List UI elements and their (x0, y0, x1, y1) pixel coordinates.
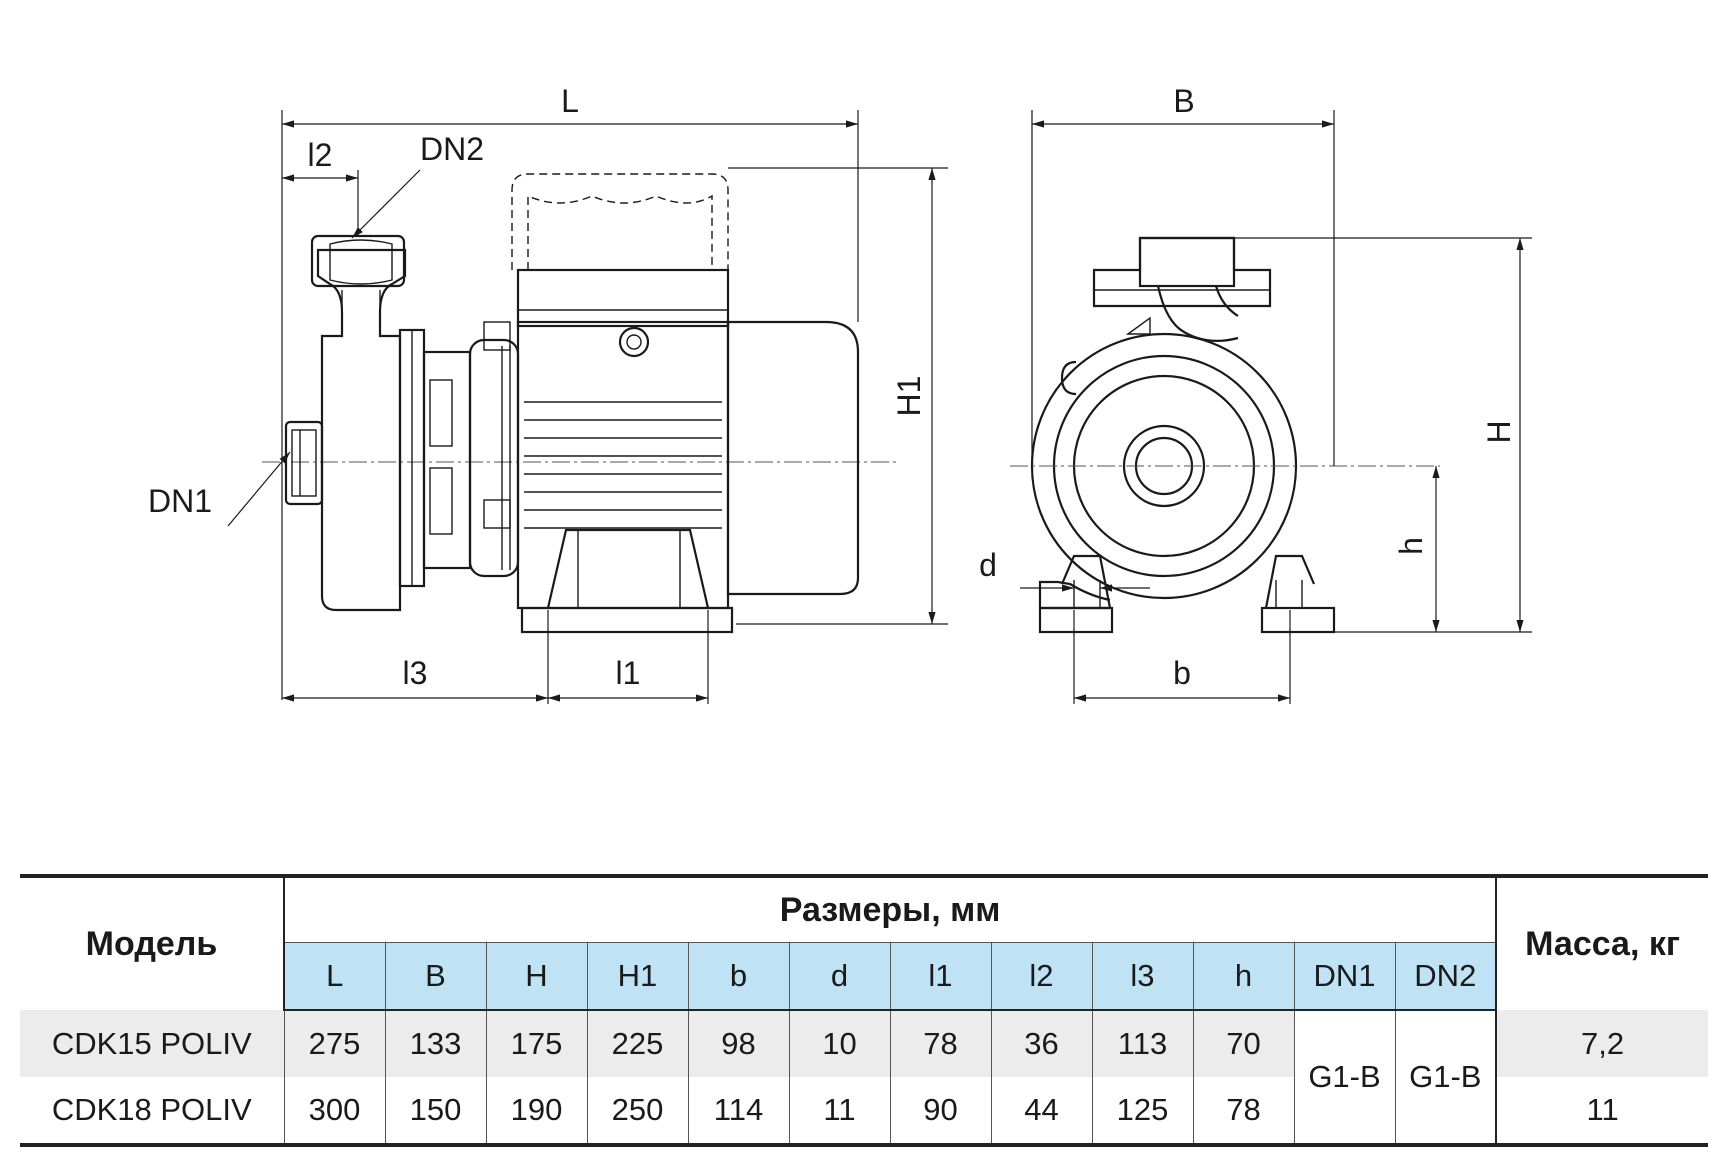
dimensions-table: Модель Размеры, мм Масса, кг L B H H1 b … (20, 874, 1709, 1147)
model-column-header: Модель (20, 874, 285, 1010)
dimension-label-B: B (1173, 83, 1194, 119)
value-cell: 300 (283, 1077, 385, 1147)
side-view-dimensions: L l2 DN2 DN1 H1 l3 l1 (148, 83, 948, 704)
value-cell: 44 (990, 1077, 1092, 1147)
dimension-label-H1: H1 (891, 376, 927, 417)
table-row: CDK15 POLIV 275 133 175 225 98 10 78 36 … (20, 1010, 1709, 1147)
column-header-l1: l1 (889, 942, 992, 1011)
pump-front-view (1010, 236, 1440, 634)
column-header-l2: l2 (990, 942, 1093, 1011)
column-header-H: H (485, 942, 588, 1011)
mass-cell: 7,2 (1495, 1010, 1709, 1077)
value-cell: 90 (889, 1077, 991, 1147)
value-cell: 78 (889, 1010, 991, 1077)
dn2-cell: G1-B (1394, 1010, 1497, 1147)
column-header-l3: l3 (1091, 942, 1194, 1011)
column-header-B: B (384, 942, 487, 1011)
column-header-H1: H1 (586, 942, 689, 1011)
value-cell: 36 (990, 1010, 1092, 1077)
value-cell: 113 (1091, 1010, 1193, 1077)
model-cell: CDK15 POLIV (20, 1010, 284, 1077)
dimension-label-DN2: DN2 (420, 131, 484, 167)
pump-side-view (262, 173, 896, 634)
dimension-label-h: h (1393, 537, 1429, 555)
value-cell: 150 (384, 1077, 486, 1147)
value-cell: 175 (485, 1010, 587, 1077)
value-cell: 225 (586, 1010, 688, 1077)
column-header-L: L (283, 942, 386, 1011)
value-cell: 190 (485, 1077, 587, 1147)
value-cell: 70 (1192, 1010, 1294, 1077)
pump-technical-drawing: L l2 DN2 DN1 H1 l3 l1 (148, 83, 1532, 704)
value-cell: 114 (687, 1077, 789, 1147)
model-cell: CDK18 POLIV (20, 1077, 284, 1147)
mass-column-header: Масса, кг (1495, 874, 1709, 1010)
value-cell: 11 (788, 1077, 890, 1147)
column-header-d: d (788, 942, 891, 1011)
column-header-DN1: DN1 (1293, 942, 1396, 1011)
value-cell: 133 (384, 1010, 486, 1077)
column-header-h: h (1192, 942, 1295, 1011)
value-cell: 78 (1192, 1077, 1294, 1147)
dimension-label-l2: l2 (308, 137, 333, 173)
dn1-cell: G1-B (1293, 1010, 1395, 1147)
front-view-dimensions: B H h d b (979, 83, 1532, 704)
value-cell: 125 (1091, 1077, 1193, 1147)
dimensions-group-header: Размеры, мм (282, 874, 1498, 943)
value-cell: 98 (687, 1010, 789, 1077)
dimension-label-L: L (561, 83, 579, 119)
column-header-b: b (687, 942, 790, 1011)
mass-cell: 11 (1495, 1077, 1709, 1147)
column-header-DN2: DN2 (1394, 942, 1497, 1011)
value-cell: 275 (283, 1010, 385, 1077)
dimension-label-b: b (1173, 655, 1191, 691)
dimension-label-H: H (1481, 420, 1517, 443)
dimension-label-d: d (979, 547, 997, 583)
value-cell: 250 (586, 1077, 688, 1147)
dimension-label-l3: l3 (403, 655, 428, 691)
table-row: CDK18 POLIV 300 150 190 250 114 11 90 44… (20, 1077, 1709, 1147)
value-cell: 10 (788, 1010, 890, 1077)
dimension-label-DN1: DN1 (148, 483, 212, 519)
dimension-label-l1: l1 (616, 655, 641, 691)
